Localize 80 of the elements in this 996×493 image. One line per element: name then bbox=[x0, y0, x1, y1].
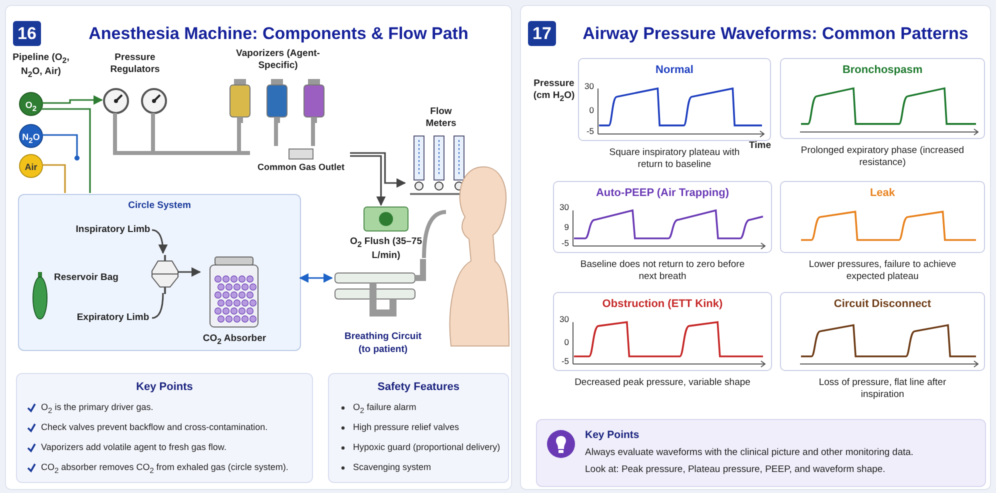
gas-source-circle: O$_{2}$ bbox=[19, 92, 43, 116]
waveform-caption: Loss of pressure, flat line after inspiration bbox=[818, 377, 948, 401]
panel-card bbox=[5, 5, 512, 490]
flow-arrow bbox=[152, 229, 168, 254]
waveform-title: Leak bbox=[868, 187, 896, 199]
waveform-title: Circuit Disconnect bbox=[832, 298, 932, 310]
waveform-caption: Baseline does not return to zero before next breath bbox=[579, 259, 746, 283]
flow-arrow bbox=[350, 152, 406, 188]
connector-line bbox=[42, 134, 80, 161]
component-label: Inspiratory Limb bbox=[72, 224, 154, 240]
panel-card bbox=[520, 5, 991, 490]
component-label: Reservoir Bag bbox=[54, 272, 118, 283]
list-item-text: CO$_{2}$ absorber removes CO$_{2}$ from exhaled gas (circle system). bbox=[41, 462, 290, 476]
gas-pipe bbox=[311, 122, 315, 146]
card-text: Always evaluate waveforms with the clinical picture and other monitoring data. bbox=[585, 447, 914, 458]
waveform-caption: Lower pressures, failure to achieve expected plateau bbox=[808, 259, 958, 283]
waveform-card bbox=[780, 58, 985, 139]
axis-tick-label: -5 bbox=[560, 356, 569, 367]
waveform-caption: Decreased peak pressure, variable shape bbox=[574, 377, 752, 389]
connector-line bbox=[42, 164, 66, 193]
axis-tick-label: 30 bbox=[558, 202, 569, 214]
component-label: Common Gas Outlet bbox=[256, 162, 346, 172]
axis-tick-label: 0 bbox=[588, 105, 594, 116]
group-title: Circle System bbox=[127, 200, 192, 211]
axis-tick-label: 30 bbox=[584, 80, 594, 92]
list-item-text: Vaporizers add volatile agent to fresh gas flow. bbox=[41, 442, 228, 453]
component-label: Flow Meters bbox=[424, 106, 458, 130]
waveform-card bbox=[553, 292, 772, 371]
waveform-title: Bronchospasm bbox=[841, 64, 924, 76]
component-label: Breathing Circuit (to patient) bbox=[343, 331, 423, 357]
axis-tick-label: 0 bbox=[563, 337, 569, 348]
double-arrow bbox=[299, 273, 333, 283]
list-item-text: Check valves prevent backflow and cross-contamination. bbox=[41, 422, 269, 433]
component-label: Pressure Regulators bbox=[109, 52, 161, 77]
axis-tick-label: -5 bbox=[560, 238, 569, 250]
waveform-card bbox=[578, 58, 771, 141]
waveform-card bbox=[553, 181, 772, 253]
waveform-title: Normal bbox=[654, 64, 694, 76]
list-item-text: O$_{2}$ failure alarm bbox=[353, 402, 418, 416]
list-item-text: Scavenging system bbox=[353, 462, 432, 473]
section-number-badge: 17 bbox=[528, 21, 556, 46]
waveform-caption: Prolonged expiratory phase (increased resistance) bbox=[800, 145, 965, 169]
section-title: Anesthesia Machine: Components & Flow Path bbox=[88, 24, 470, 44]
flow-arrow bbox=[42, 95, 103, 105]
card-heading: Key Points bbox=[585, 429, 640, 441]
flow-arrow bbox=[350, 155, 386, 206]
info-card bbox=[16, 373, 313, 483]
gas-pipe bbox=[422, 210, 446, 258]
gas-pipe bbox=[274, 122, 278, 146]
component-label: CO$_{2}$ Absorber bbox=[202, 333, 268, 346]
waveform-card bbox=[780, 181, 985, 253]
component-label: Expiratory Limb bbox=[72, 312, 154, 328]
axis-tick-label: -5 bbox=[585, 126, 594, 137]
card-heading: Key Points bbox=[135, 381, 194, 393]
gas-source-circle: Air bbox=[19, 154, 43, 178]
list-item-text: Hypoxic guard (proportional delivery) bbox=[353, 442, 502, 453]
connector-line bbox=[152, 292, 164, 319]
axis-title: Pressure (cm H$_{2}$O) bbox=[532, 78, 576, 105]
section-title: Airway Pressure Waveforms: Common Patterns bbox=[582, 24, 970, 44]
flow-arrow bbox=[178, 267, 201, 277]
connector-line bbox=[40, 108, 91, 193]
card-text: Look at: Peak pressure, Plateau pressure, PEEP, and waveform shape. bbox=[585, 464, 886, 475]
list-item-text: High pressure relief valves bbox=[353, 422, 460, 433]
axis-title: Time bbox=[749, 140, 772, 151]
info-card bbox=[328, 373, 509, 483]
gas-source-circle: N$_{2}$O bbox=[19, 124, 43, 148]
axis-tick-label: 30 bbox=[558, 314, 569, 326]
waveform-title: Obstruction (ETT Kink) bbox=[601, 298, 724, 310]
waveform-caption: Square inspiratory plateau with return to baseline bbox=[608, 147, 741, 171]
list-item-text: O$_{2}$ is the primary driver gas. bbox=[41, 402, 154, 416]
component-label: Pipeline (O$_{2}$, N$_{2}$O, Air) bbox=[12, 52, 70, 80]
info-card bbox=[536, 419, 986, 487]
circle-system-panel bbox=[18, 194, 301, 351]
section-number-badge: 16 bbox=[13, 21, 41, 46]
waveform-card bbox=[780, 292, 985, 371]
axis-tick-label: 9 bbox=[563, 222, 569, 234]
card-heading: Safety Features bbox=[376, 381, 460, 393]
component-label: Vaporizers (Agent-Specific) bbox=[236, 48, 320, 73]
component-label: O$_{2}$ Flush (35–75 L/min) bbox=[350, 236, 422, 263]
waveform-title: Auto-PEEP (Air Trapping) bbox=[594, 187, 730, 199]
